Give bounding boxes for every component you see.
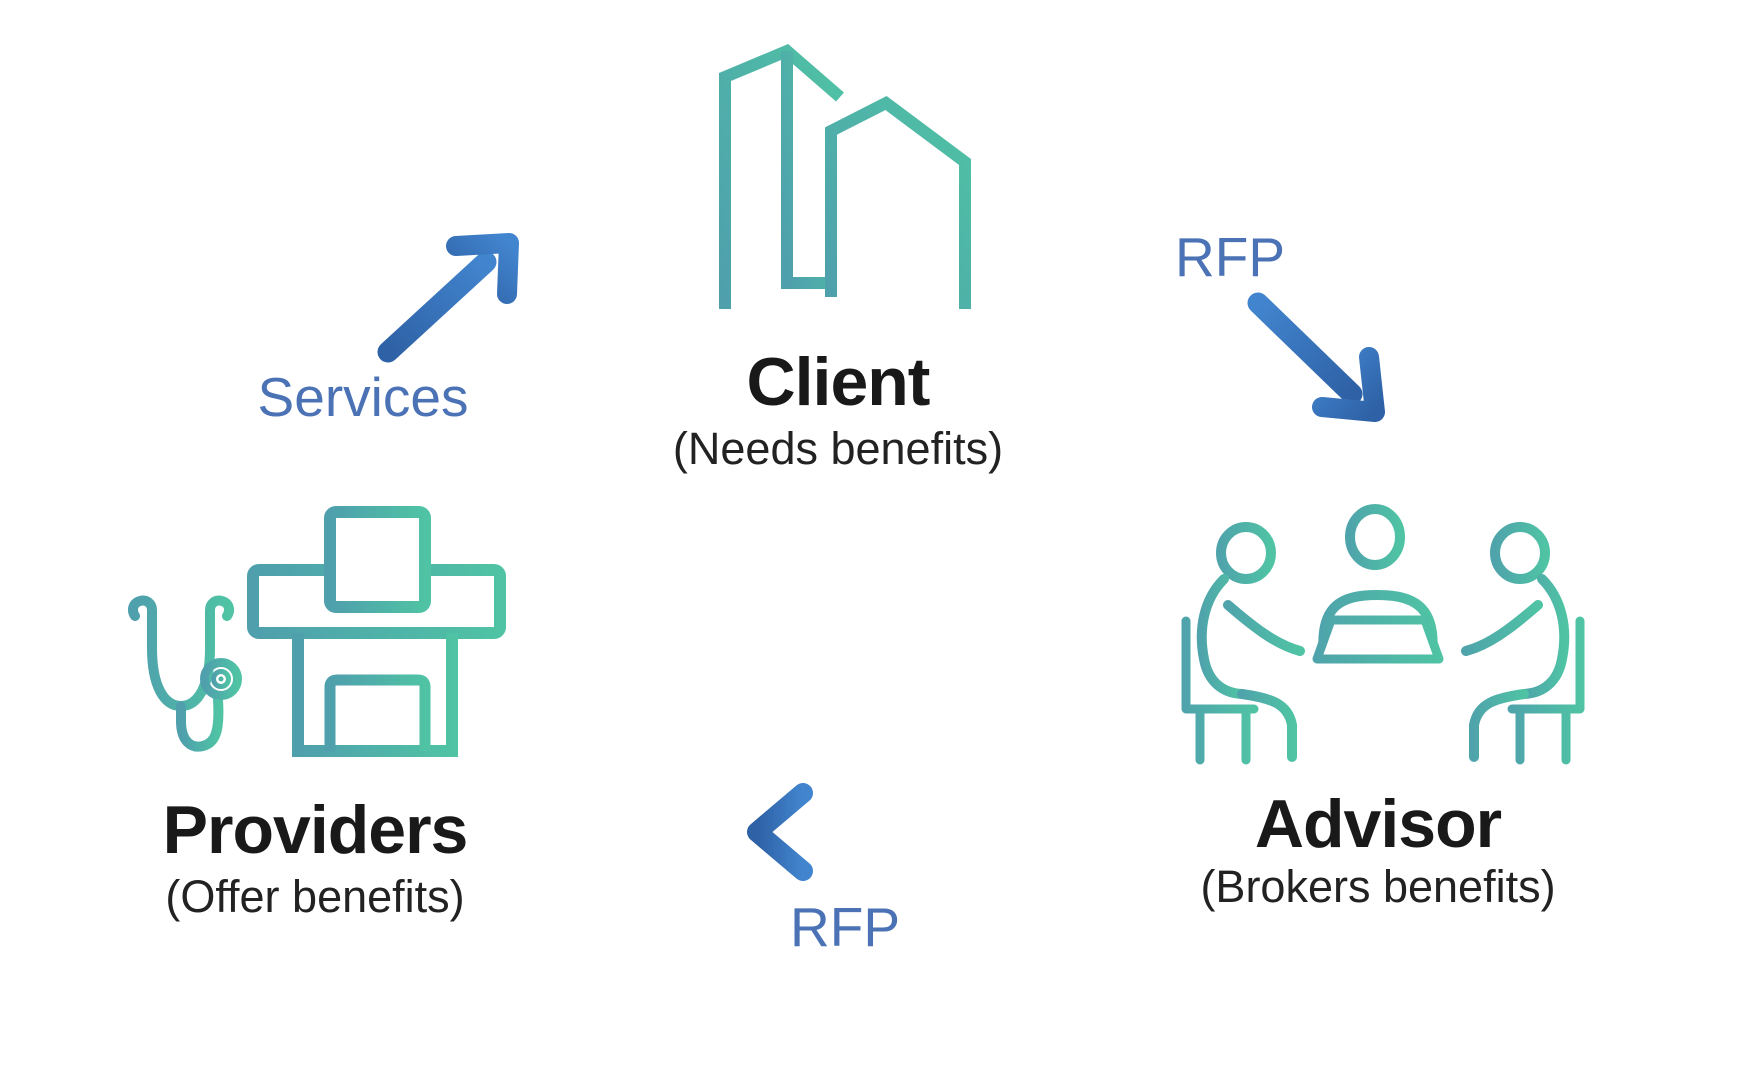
providers-subtitle: (Offer benefits) — [165, 871, 465, 922]
rfp-arrow-left — [747, 783, 934, 881]
hospital-stethoscope-icon — [127, 506, 506, 757]
meeting-table-icon — [1181, 504, 1585, 765]
office-buildings-icon — [719, 44, 971, 309]
services-arrow-up-right — [377, 233, 519, 363]
rfp-arrow-down-right — [1247, 292, 1385, 422]
rfp-top-edge-label: RFP — [1175, 226, 1285, 288]
providers-title: Providers — [162, 792, 469, 868]
rfp-bottom-edge-label: RFP — [790, 896, 900, 958]
services-edge-label: Services — [257, 366, 469, 428]
advisor-subtitle: (Brokers benefits) — [1200, 861, 1556, 912]
client-title: Client — [746, 344, 931, 420]
client-subtitle: (Needs benefits) — [672, 423, 1004, 474]
advisor-title: Advisor — [1254, 786, 1502, 862]
